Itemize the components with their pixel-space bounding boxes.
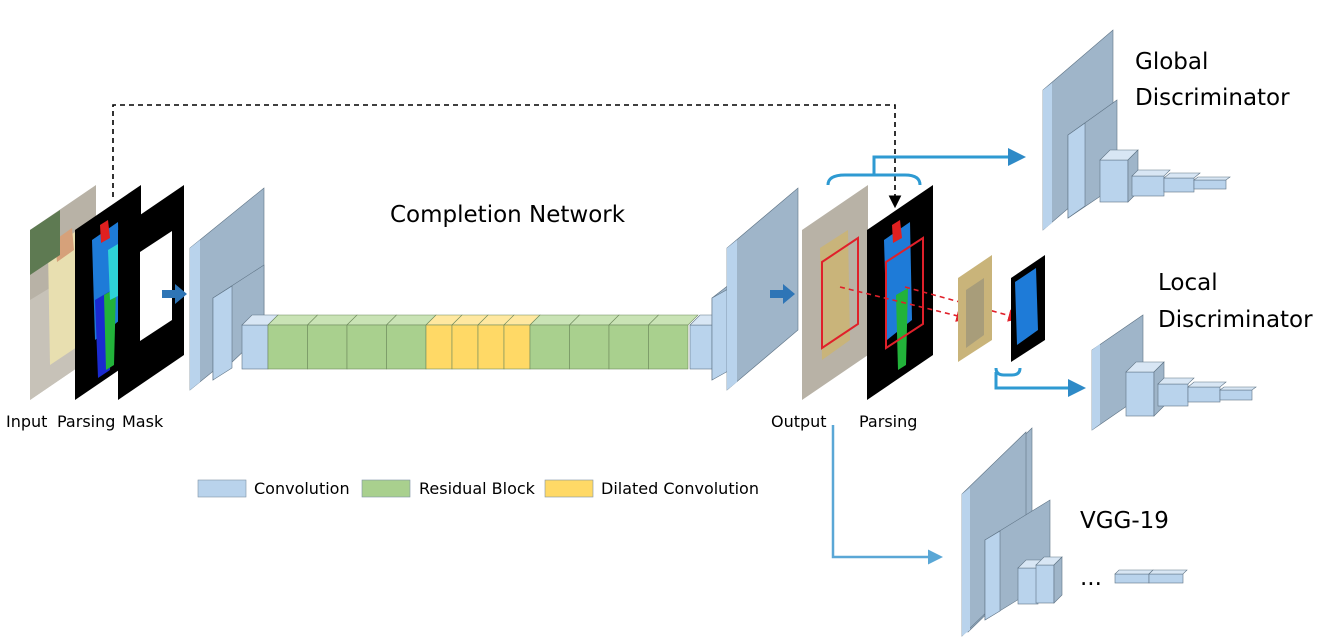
legend-swatch-convolution [197,479,247,498]
legend-label-convolution: Convolution [254,479,350,498]
output-parsing-image [867,185,933,400]
output-image [802,185,868,400]
output-label: Output [771,412,827,431]
legend-swatch-residual [361,479,411,498]
parsing-output-label: Parsing [859,412,917,431]
to-global-arrow [872,148,1026,175]
local-disc-label-2: Discriminator [1158,307,1313,333]
vgg-label: VGG-19 [1080,508,1169,534]
mask-image [118,185,184,400]
residual-block [307,324,348,370]
local-crop-parsing [1011,255,1045,362]
local-bracket [994,367,1022,377]
legend-swatch-dilated [544,479,594,498]
dilated-block [451,324,479,370]
parsing-input-label: Parsing [57,412,115,431]
to-local-arrow [994,372,1086,397]
global-disc-label-1: Global [1135,49,1208,75]
dilated-block [477,324,505,370]
global-discriminator [1042,29,1231,231]
network-title: Completion Network [390,202,626,228]
global-bracket [826,173,922,186]
residual-block [608,324,649,370]
vgg-ellipsis: ... [1080,565,1102,591]
mask-label: Mask [122,412,164,431]
residual-block [648,324,689,370]
dilated-block [503,324,531,370]
residual-block [267,324,308,370]
input-label: Input [6,412,47,431]
legend-label-dilated: Dilated Convolution [601,479,759,498]
completion-network [189,187,799,391]
dilated-block [425,324,453,370]
local-crop-image [958,255,992,362]
local-disc-label-1: Local [1158,270,1218,296]
output-arrow [770,284,795,304]
to-vgg-arrow [831,425,943,565]
vgg19-network [961,427,1188,637]
residual-block [386,324,427,370]
legend: Convolution Residual Block Dilated Convo… [197,479,759,498]
residual-block [569,324,610,370]
legend-label-residual: Residual Block [419,479,536,498]
global-disc-label-2: Discriminator [1135,85,1290,111]
residual-block [529,324,570,370]
residual-block [346,324,387,370]
crop-arrow-1 [839,286,970,322]
local-discriminator [1091,314,1257,431]
input-arrow [162,284,187,304]
skip-connection-arrow [112,104,902,209]
